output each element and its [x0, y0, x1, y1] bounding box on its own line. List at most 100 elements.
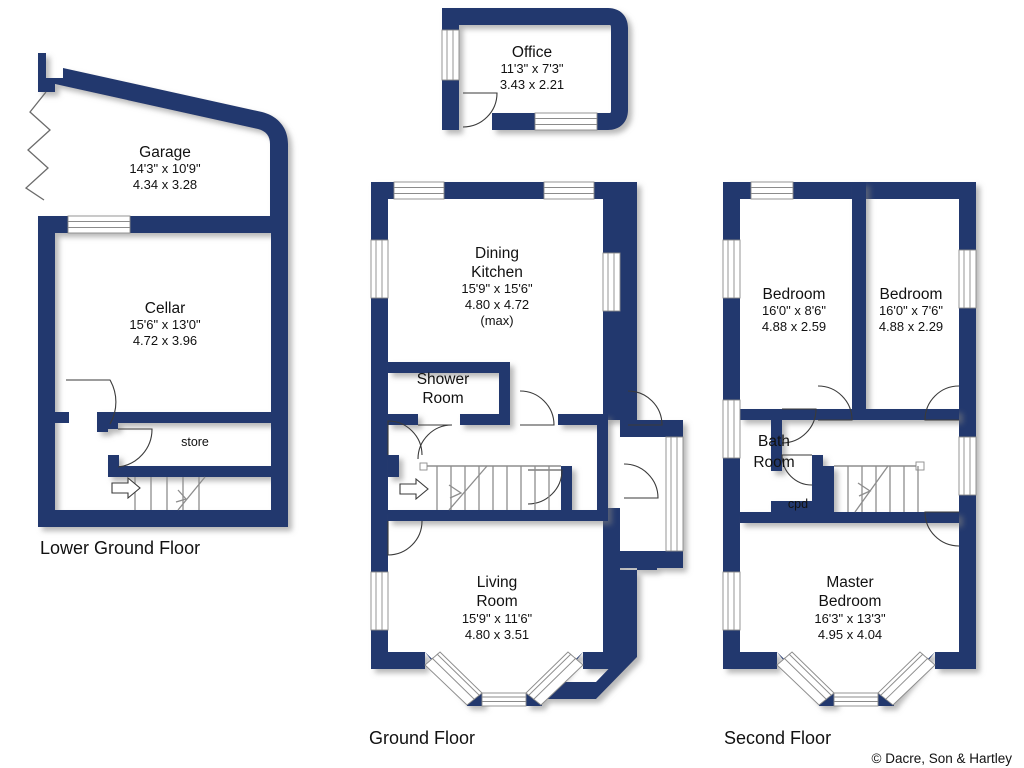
ground-hall-door-mid[interactable] [519, 390, 555, 426]
shower-room-name-2: Room [422, 390, 463, 407]
ground-stair-wall-stub [388, 455, 399, 477]
bedroom-right-imperial: 16'0" x 7'6" [879, 303, 943, 318]
master-bedroom-imperial: 16'3" x 13'3" [814, 611, 886, 626]
living-room-name-1: Living [477, 574, 518, 591]
office-door[interactable] [462, 92, 498, 128]
master-bedroom-name-1: Master [826, 574, 873, 591]
second-bedroom-right-bottom [866, 409, 959, 420]
ground-hall-door-right[interactable] [627, 390, 663, 426]
office-window-bottom [534, 112, 598, 131]
floor-office-annex: Office 11'3" x 7'3" 3.43 x 2.21 [441, 8, 628, 131]
bedroom-right-metric: 4.88 x 2.29 [879, 319, 943, 334]
garage-dim-metric: 4.34 x 3.28 [133, 177, 197, 192]
master-bedroom-name-2: Bedroom [819, 593, 882, 610]
office-name: Office [512, 44, 552, 61]
second-floor-stairs [834, 461, 925, 513]
floor-second: Bedroom 16'0" x 8'6" 4.88 x 2.59 Bedroom… [722, 181, 977, 748]
store-door[interactable] [117, 428, 153, 468]
second-bedroom-left-door[interactable] [817, 385, 853, 421]
ground-window-top-right [543, 181, 595, 200]
ground-front-door[interactable] [623, 463, 659, 499]
cpd-wall-bottom [771, 501, 823, 512]
second-bay-window-front [833, 692, 879, 707]
second-interior-fill [740, 199, 959, 693]
cellar-dim-metric: 4.72 x 3.96 [133, 333, 197, 348]
lower-ground-stairs [134, 476, 206, 511]
bath-room-wall-vert [771, 409, 782, 471]
shower-room-wall-bottom-left [388, 414, 418, 425]
ground-stair-arrow [399, 477, 429, 501]
ground-stair-wall-upper [561, 466, 572, 511]
office-dim-metric: 3.43 x 2.21 [500, 77, 564, 92]
ground-window-right-dining [602, 252, 621, 312]
garage-name: Garage [139, 144, 191, 161]
cellar-store-divider [97, 412, 271, 423]
second-bedroom-divider [852, 182, 866, 420]
office-walls [442, 8, 628, 130]
second-bedroom-left-bottom [740, 409, 852, 420]
shower-room-wall-top [388, 362, 510, 373]
living-room-name-2: Room [476, 593, 517, 610]
ground-bay-window-front [481, 692, 527, 707]
second-bay-window-left [776, 651, 835, 706]
bedroom-right-name: Bedroom [880, 286, 943, 303]
master-bedroom-door[interactable] [924, 511, 960, 547]
shower-room-door[interactable] [417, 424, 453, 460]
second-stair-wall [823, 466, 834, 512]
ground-window-left-lower [370, 571, 389, 631]
living-room-imperial: 15'9" x 11'6" [462, 611, 533, 626]
store-stair-divider-stub [108, 455, 119, 473]
ground-floor-stairs [419, 462, 561, 511]
ground-interior-fill [388, 199, 603, 693]
second-landing-wall [740, 512, 959, 523]
second-wall-bottom-left [723, 652, 777, 669]
bedroom-left-name: Bedroom [763, 286, 826, 303]
cellar-outer-walls [38, 216, 288, 527]
second-wall-bottom-right [935, 652, 976, 669]
ground-window-top-left [393, 181, 445, 200]
ground-living-door[interactable] [387, 520, 423, 556]
dining-kitchen-imperial: 15'9" x 15'6" [461, 281, 533, 296]
office-window-left [441, 29, 460, 81]
ground-entry-door[interactable] [387, 420, 423, 456]
bath-room-name-1: Bath [758, 433, 790, 450]
garage-walls [38, 53, 288, 216]
ground-wall-right-lower [603, 508, 620, 669]
store-stair-divider [108, 466, 271, 477]
break-line-zigzag [24, 91, 51, 201]
ground-porch-interior-fill [620, 437, 666, 551]
floor-lower-ground: Garage 14'3" x 10'9" 4.34 x 3.28 Cellar … [24, 53, 288, 558]
ground-wall-left [371, 182, 388, 669]
master-bedroom-metric: 4.95 x 4.04 [818, 627, 882, 642]
cellar-door-jamb [55, 412, 69, 423]
second-bedroom-right-door[interactable] [924, 385, 960, 421]
store-jog [104, 418, 118, 429]
ground-hall-wall-vert [597, 414, 608, 510]
second-window-left-lower [722, 571, 741, 631]
dining-kitchen-name-2: Kitchen [471, 264, 523, 281]
ground-bay-window-right [525, 651, 584, 706]
bedroom-left-imperial: 16'0" x 8'6" [762, 303, 826, 318]
second-bay-window-right [877, 651, 936, 706]
second-window-right-lower [958, 436, 977, 496]
copyright-notice: © Dacre, Son & Hartley [872, 751, 1013, 766]
office-dim-imperial: 11'3" x 7'3" [500, 61, 563, 76]
living-room-metric: 4.80 x 3.51 [465, 627, 529, 642]
ground-floor-label: Ground Floor [369, 728, 475, 748]
ground-wall-bottom-left [371, 652, 425, 669]
cellar-name: Cellar [145, 300, 185, 317]
bath-room-name-2: Room [753, 454, 794, 471]
second-window-top [750, 181, 794, 200]
dining-kitchen-note: (max) [480, 313, 513, 328]
lower-ground-floor-label: Lower Ground Floor [40, 538, 200, 558]
cellar-door[interactable] [66, 379, 117, 425]
garage-window [67, 215, 131, 234]
bath-room-door[interactable] [781, 408, 817, 444]
cellar-store-divider-stub [97, 412, 108, 432]
ground-wall-bottom-right [583, 652, 620, 669]
ground-living-wall-top [388, 510, 608, 521]
cpd-door[interactable] [781, 454, 813, 486]
garage-dim-imperial: 14'3" x 10'9" [129, 161, 201, 176]
dining-kitchen-name-1: Dining [475, 245, 519, 262]
